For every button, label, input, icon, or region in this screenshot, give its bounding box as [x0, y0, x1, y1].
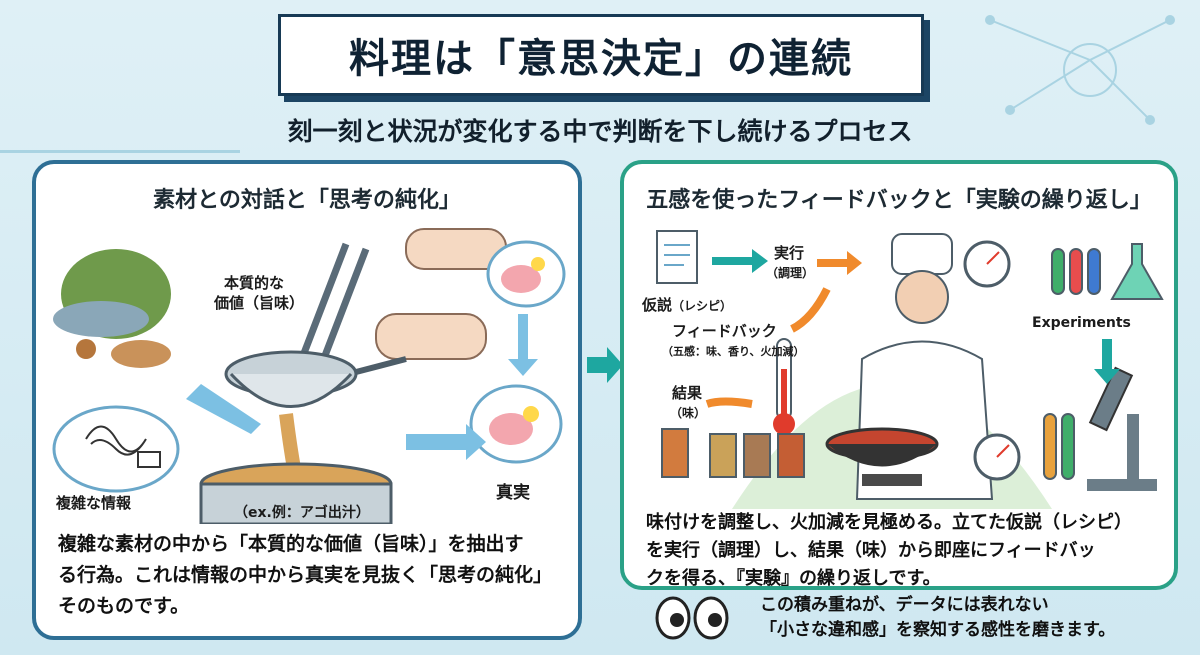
- page-subtitle: 刻一刻と状況が変化する中で判断を下し続けるプロセス: [287, 117, 913, 146]
- left-panel-heading: 素材との対話と「思考の純化」: [153, 188, 461, 213]
- right-description: 味付けを調整し、火加減を見極める。立てた仮説（レシピ） を実行（調理）し、結果（…: [646, 509, 1166, 593]
- label-essential: 本質的な: [224, 274, 285, 292]
- panel-transition-arrow: [587, 347, 623, 383]
- flow-arrow-teal: [712, 249, 768, 273]
- left-illustration: [52, 228, 566, 524]
- label-result: 結果: [672, 384, 703, 402]
- label-execute-sub: （調理）: [766, 266, 815, 280]
- label-hypothesis-sub: （レシピ）: [672, 299, 733, 313]
- left-description-line: そのものです。: [58, 595, 190, 617]
- label-feedback-sub: （五感：味、香り、火加減）: [662, 345, 805, 358]
- bg-shelf-line: [0, 150, 240, 153]
- ingredients-icon: [53, 249, 171, 368]
- left-description: 複雑な素材の中から「本質的な価値（旨味）」を抽出す る行為。これは情報の中から真…: [58, 529, 568, 622]
- gauge-icon: [963, 240, 1011, 288]
- label-complex-info: 複雑な情報: [56, 494, 132, 512]
- tongs-icon: [292, 228, 507, 381]
- footer-text: この積み重ねが、データには表れない 「小さな違和感」を察知する感性を磨きます。: [760, 593, 1115, 643]
- label-hypothesis: 仮説（レシピ）: [642, 296, 732, 316]
- flow-arrow-teal: [1094, 339, 1120, 384]
- right-panel-heading: 五感を使ったフィードバックと「実験の繰り返し」: [646, 188, 1152, 213]
- spice-jars: [661, 428, 805, 478]
- eyes-icon: [655, 596, 729, 640]
- right-panel: 五感を使ったフィードバックと「実験の繰り返し」: [620, 160, 1178, 590]
- flask-icon: [1110, 243, 1164, 300]
- left-description-line: 複雑な素材の中から「本質的な価値（旨味）」を抽出す: [58, 533, 524, 555]
- pan-icon: [825, 427, 939, 486]
- strainer-icon: [224, 350, 407, 408]
- right-description-line: 味付けを調整し、火加減を見極める。立てた仮説（レシピ）: [646, 512, 1132, 533]
- brain-lightbulb-icon: [469, 384, 563, 464]
- right-illustration: [656, 230, 1164, 509]
- thermometer-icon: [773, 338, 795, 435]
- label-hypothesis-main: 仮説: [642, 296, 673, 314]
- complex-info-cloud: [52, 405, 180, 493]
- test-tube-icon: [1051, 248, 1101, 295]
- label-feedback: フィードバック: [672, 322, 777, 340]
- label-essential-2: 価値（旨味）: [214, 294, 305, 312]
- footer-line: 「小さな違和感」を察知する感性を磨きます。: [760, 620, 1116, 640]
- label-execute: 実行: [774, 244, 805, 262]
- label-result-sub: （味）: [670, 406, 707, 420]
- microscope-icon: [1087, 366, 1157, 491]
- brain-lightbulb-icon: [486, 240, 566, 308]
- flow-arrow-orange: [817, 251, 862, 275]
- label-truth: 真実: [496, 483, 530, 503]
- label-example: （ex.例：アゴ出汁）: [234, 505, 370, 521]
- test-tube-icon: [1043, 413, 1075, 480]
- flow-arrows: [186, 314, 538, 460]
- title-box: 料理は「意思決定」の連続: [278, 14, 924, 96]
- gauge-icon: [973, 433, 1021, 481]
- label-experiments: Experiments: [1032, 315, 1131, 331]
- page-title: 料理は「意思決定」の連続: [349, 36, 853, 82]
- left-panel: 素材との対話と「思考の純化」: [32, 160, 582, 640]
- right-description-line: を実行（調理）し、結果（味）から即座にフィードバッ: [646, 540, 1096, 561]
- left-description-line: る行為。これは情報の中から真実を見抜く「思考の純化」: [58, 564, 553, 586]
- right-description-line: クを得る、『実験』の繰り返しです。: [646, 568, 941, 589]
- footer-line: この積み重ねが、データには表れない: [760, 595, 1049, 615]
- pot-icon: [199, 462, 393, 524]
- bg-network-decoration: [985, 15, 1175, 125]
- document-icon: [656, 230, 698, 284]
